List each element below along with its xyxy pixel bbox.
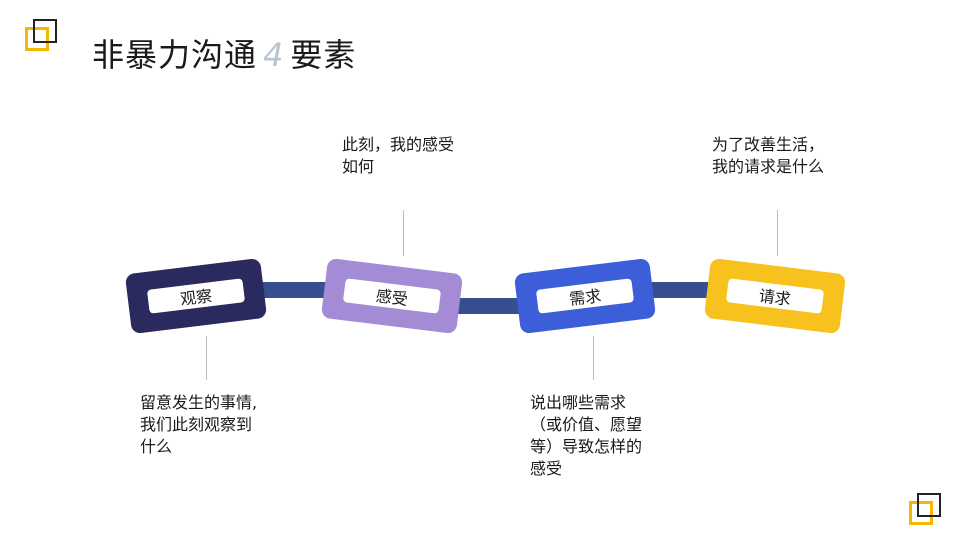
chain-link-need: 需求: [513, 257, 657, 335]
link-label-request: 请求: [725, 278, 825, 314]
chain-link-observe: 观察: [124, 257, 268, 335]
corner-square-accent-bottom: [909, 501, 933, 525]
note-line: 什么: [140, 437, 173, 456]
connector-bar: [244, 282, 346, 298]
note-line: 我的请求是什么: [712, 157, 825, 176]
note-line: 说出哪些需求: [530, 393, 627, 412]
leader-line-observe: [206, 336, 207, 380]
chain-link-feel: 感受: [320, 257, 464, 335]
note-line: 我们此刻观察到: [140, 415, 253, 434]
chain-link-request: 请求: [703, 257, 847, 335]
link-label-need: 需求: [535, 278, 635, 314]
note-request: 为了改善生活， 我的请求是什么: [712, 134, 824, 178]
note-line: 留意发生的事情,: [140, 393, 258, 412]
title-main: 非暴力沟通: [92, 36, 258, 74]
title-suffix: 要素: [290, 36, 357, 74]
note-line: 为了改善生活，: [712, 135, 825, 154]
leader-line-feel: [403, 210, 404, 256]
note-line: 如何: [342, 157, 375, 176]
title-number: 4: [263, 36, 285, 74]
leader-line-request: [777, 210, 778, 256]
connector-bar: [436, 298, 542, 314]
leader-line-need: [593, 336, 594, 380]
note-line: （或价值、愿望: [530, 415, 643, 434]
corner-square-accent-top: [25, 27, 49, 51]
link-label-observe: 观察: [146, 278, 246, 314]
corner-square-outline-top: [33, 19, 57, 43]
note-line: 此刻，我的感受: [342, 135, 455, 154]
corner-square-outline-bottom: [917, 493, 941, 517]
note-observe: 留意发生的事情, 我们此刻观察到 什么: [140, 392, 257, 458]
note-line: 感受: [530, 459, 563, 478]
note-need: 说出哪些需求 （或价值、愿望 等）导致怎样的 感受: [530, 392, 642, 480]
note-feel: 此刻，我的感受 如何: [342, 134, 454, 178]
note-line: 等）导致怎样的: [530, 437, 643, 456]
link-label-feel: 感受: [342, 278, 442, 314]
